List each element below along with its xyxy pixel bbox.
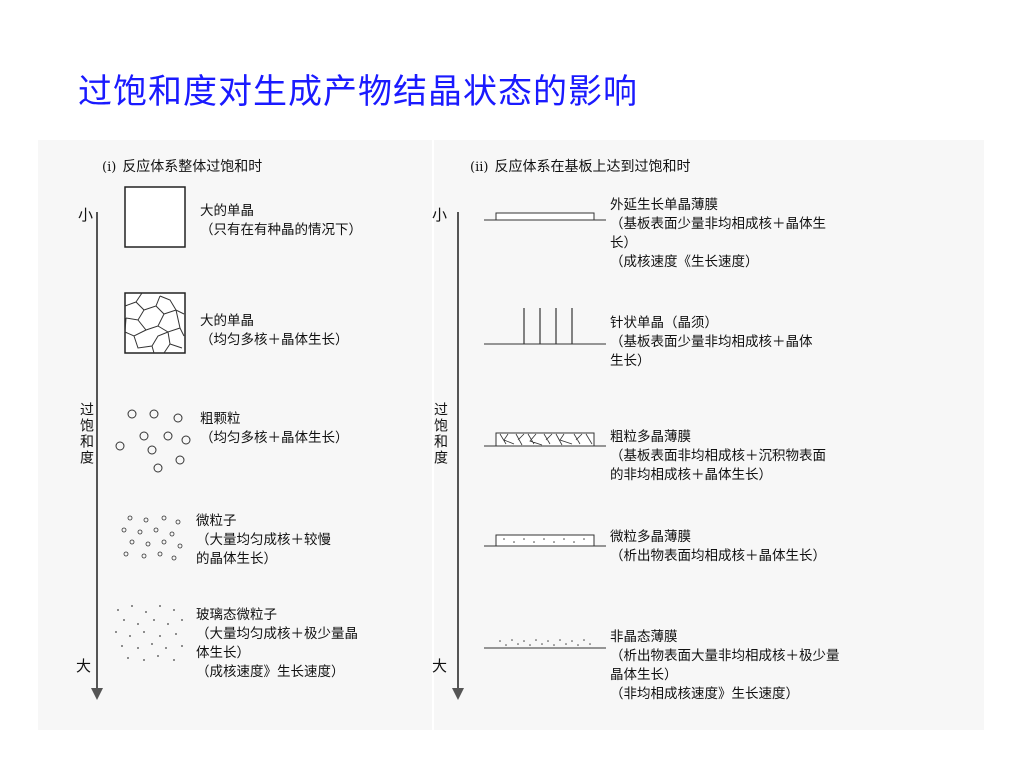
right-item-2-text: 针状单晶（晶须） （基板表面少量非均相成核＋晶体 生长） [610,314,813,371]
whisker-crystal-icon [484,308,606,345]
right-item-3-title: 粗粒多晶薄膜 [610,429,691,445]
right-item-2-title: 针状单晶（晶须） [610,315,718,331]
left-item-4-desc-2: 的晶体生长） [196,551,277,567]
left-item-5-text: 玻璃态微粒子 （大量均匀成核＋极少量晶 体生长） （成核速度》生长速度） [196,606,358,682]
left-item-3-desc: （均匀多核＋晶体生长） [200,430,349,446]
right-axis-arrow [457,212,459,690]
left-item-2-text: 大的单晶 （均匀多核＋晶体生长） [200,312,349,350]
glassy-particles-icon [115,605,183,661]
right-item-3-text: 粗粒多晶薄膜 （基板表面非均相成核＋沉积物表面 的非均相成核＋晶体生长） [610,428,826,485]
left-panel-header: (i) 反应体系整体过饱和时 [102,156,262,176]
polycrystal-grain-icon [124,292,186,354]
right-item-1-text: 外延生长单晶薄膜 （基板表面少量非均相成核＋晶体生 长） （成核速度《生长速度） [610,196,826,272]
left-item-1-desc: （只有在有种晶的情况下） [200,222,362,238]
left-panel-number: (i) [102,160,117,175]
left-item-4-text: 微粒子 （大量均匀成核＋较慢 的晶体生长） [196,512,331,569]
right-item-1-note: （成核速度《生长速度） [610,254,759,270]
left-item-3-title: 粗颗粒 [200,411,241,427]
panel-divider [432,140,434,730]
fine-particles-icon [121,515,183,561]
right-panel-header: (ii) 反应体系在基板上达到过饱和时 [470,156,690,176]
right-item-4-title: 微粒多晶薄膜 [610,529,691,545]
right-item-2-desc-1: （基板表面少量非均相成核＋晶体 [610,334,813,350]
large-single-crystal-icon [124,186,186,248]
left-axis-label: 过饱和度 [78,402,94,466]
left-item-4-title: 微粒子 [196,513,237,529]
page-title: 过饱和度对生成产物结晶状态的影响 [78,72,638,112]
left-axis-arrow [96,212,98,690]
crystallization-figure: (i) 反应体系整体过饱和时 小 大 过饱和度 [38,140,984,730]
left-panel-title: 反应体系整体过饱和时 [122,159,263,175]
right-item-5-text: 非晶态薄膜 （析出物表面大量非均相成核＋极少量 晶体生长） （非均相成核速度》生… [610,628,840,704]
right-item-5-desc-1: （析出物表面大量非均相成核＋极少量 [610,648,840,664]
left-item-3-text: 粗颗粒 （均匀多核＋晶体生长） [200,410,349,448]
left-item-5-title: 玻璃态微粒子 [196,607,277,623]
right-item-5-title: 非晶态薄膜 [610,629,678,645]
right-item-4-text: 微粒多晶薄膜 （析出物表面均相成核＋晶体生长） [610,528,826,566]
right-item-1-title: 外延生长单晶薄膜 [610,197,718,213]
left-item-4-desc-1: （大量均匀成核＋较慢 [196,532,331,548]
coarse-particles-icon [115,409,191,473]
coarse-polycrystalline-film-icon [484,432,606,447]
right-item-1-desc-1: （基板表面少量非均相成核＋晶体生 [610,216,826,232]
left-axis-arrowhead [91,688,103,700]
epitaxial-film-icon [484,212,606,221]
right-panel-title: 反应体系在基板上达到过饱和时 [494,159,691,175]
right-item-3-desc-1: （基板表面非均相成核＋沉积物表面 [610,448,826,464]
left-item-2-title: 大的单晶 [200,313,254,329]
left-axis-large-label: 大 [76,657,92,675]
left-item-5-desc-2: 体生长） [196,645,250,661]
amorphous-film-icon [484,639,606,649]
right-item-2-desc-2: 生长） [610,353,651,369]
left-item-5-desc-1: （大量均匀成核＋极少量晶 [196,626,358,642]
left-item-2-desc: （均匀多核＋晶体生长） [200,332,349,348]
right-item-5-desc-2: 晶体生长） [610,667,678,683]
right-panel-number: (ii) [470,160,489,175]
right-axis-small-label: 小 [432,206,448,224]
right-item-1-desc-2: 长） [610,235,637,251]
left-item-1-title: 大的单晶 [200,203,254,219]
right-item-3-desc-2: 的非均相成核＋晶体生长） [610,467,772,483]
right-axis-label: 过饱和度 [432,402,448,466]
left-axis-small-label: 小 [78,206,94,224]
right-axis-large-label: 大 [432,657,448,675]
right-item-5-note: （非均相成核速度》生长速度） [610,686,799,702]
left-item-1-text: 大的单晶 （只有在有种晶的情况下） [200,202,362,240]
fine-polycrystalline-film-icon [484,534,606,547]
left-item-5-note: （成核速度》生长速度） [196,664,345,680]
right-axis-arrowhead [452,688,464,700]
right-item-4-desc: （析出物表面均相成核＋晶体生长） [610,548,826,564]
